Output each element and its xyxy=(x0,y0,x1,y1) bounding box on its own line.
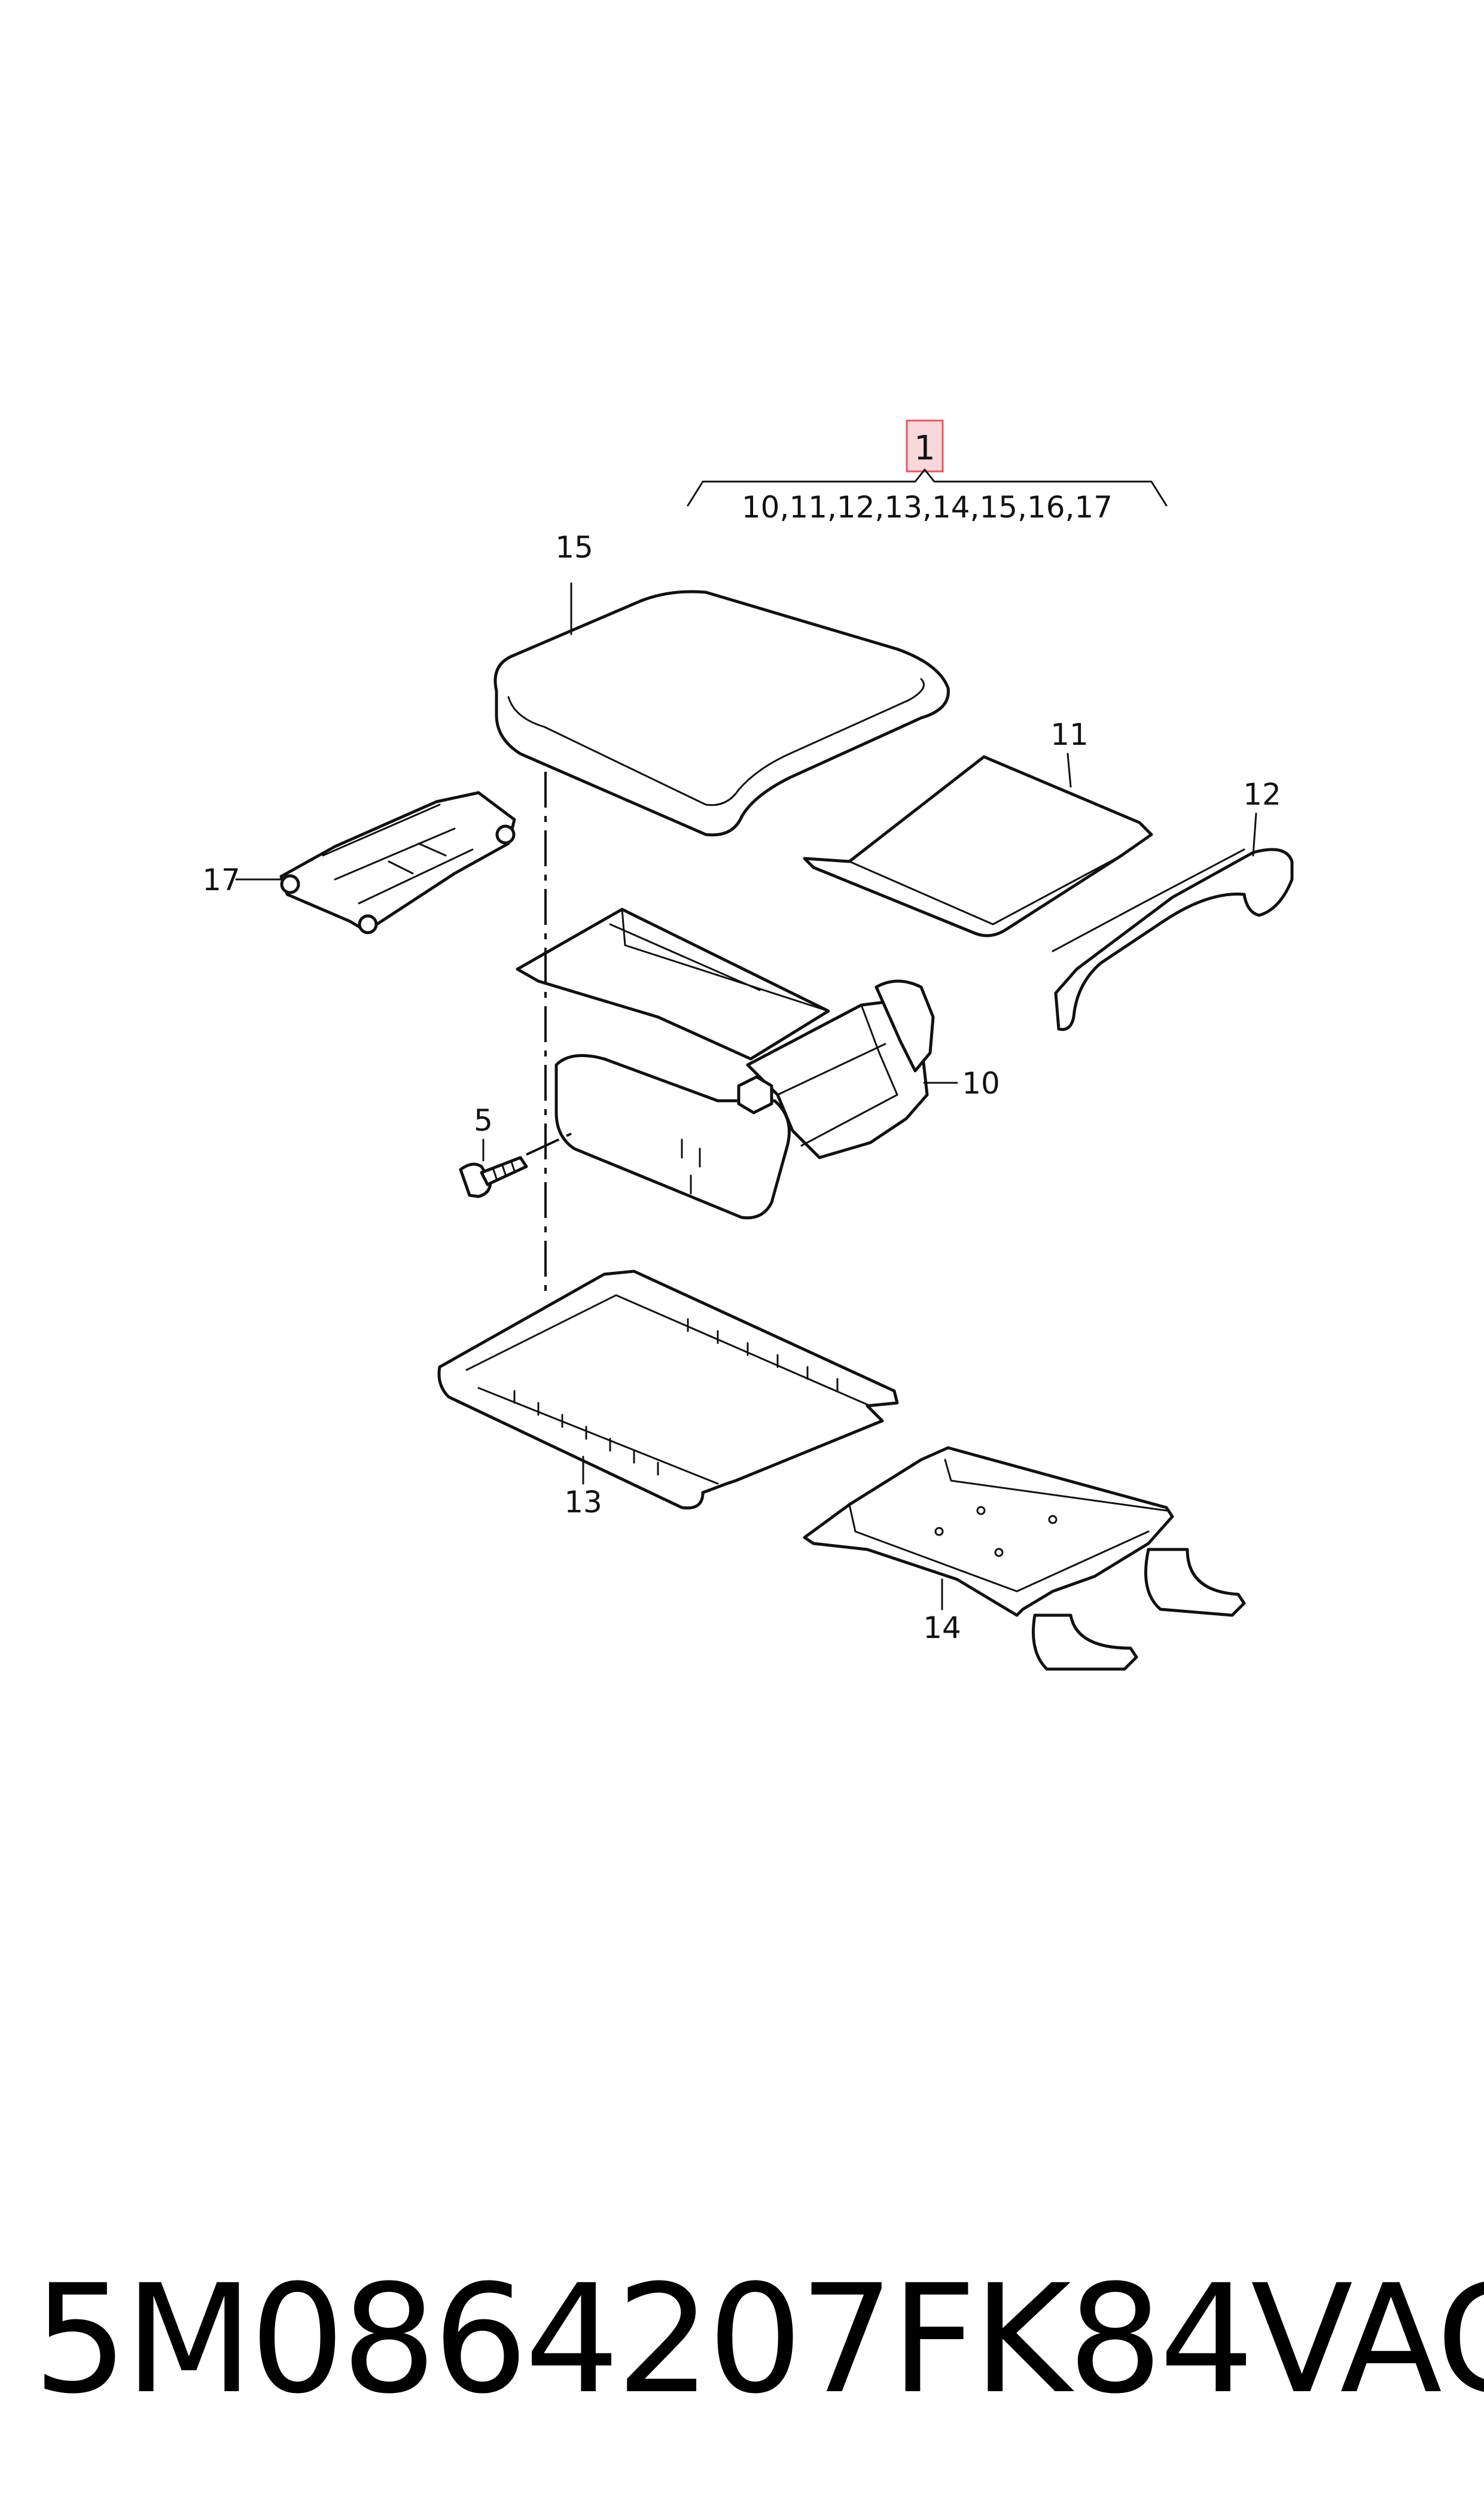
brand-label: VAG xyxy=(1251,2252,1484,2426)
part-number: 5M0864207FK84 xyxy=(33,2252,1254,2426)
leader-12 xyxy=(1252,812,1257,857)
assembly-bracket xyxy=(687,468,1168,507)
callout-17: 17 xyxy=(202,863,240,897)
assembly-number-box[interactable] xyxy=(906,419,944,473)
callout-10: 10 xyxy=(962,1066,1000,1101)
leader-11 xyxy=(1066,753,1072,788)
bolt[interactable] xyxy=(459,1156,528,1198)
lid-cover-panel[interactable] xyxy=(803,755,1153,937)
callout-5: 5 xyxy=(474,1103,493,1138)
hinge-assembly[interactable] xyxy=(279,791,516,934)
callout-11: 11 xyxy=(1050,717,1089,752)
callout-13: 13 xyxy=(564,1485,602,1520)
callout-15: 15 xyxy=(555,530,593,565)
side-trim-strip[interactable] xyxy=(1052,848,1294,1031)
assembly-number: 1 xyxy=(914,429,936,468)
bottom-tray[interactable] xyxy=(437,1269,899,1510)
footer: 5M0864207FK84 VAG xyxy=(33,2252,1484,2426)
armrest-lid-pad[interactable] xyxy=(493,590,950,837)
bolt-axis-line xyxy=(526,1132,572,1156)
callout-14: 14 xyxy=(923,1610,961,1645)
mounting-base[interactable] xyxy=(803,1446,1246,1671)
hinge-bracket-frame[interactable] xyxy=(516,908,935,1220)
assembly-component-list: 10,11,12,13,14,15,16,17 xyxy=(742,490,1113,525)
callout-12: 12 xyxy=(1243,777,1281,812)
exploded-parts-diagram: 1 10,11,12,13,14,15,16,17 15 11 12 17 xyxy=(202,419,1294,1671)
